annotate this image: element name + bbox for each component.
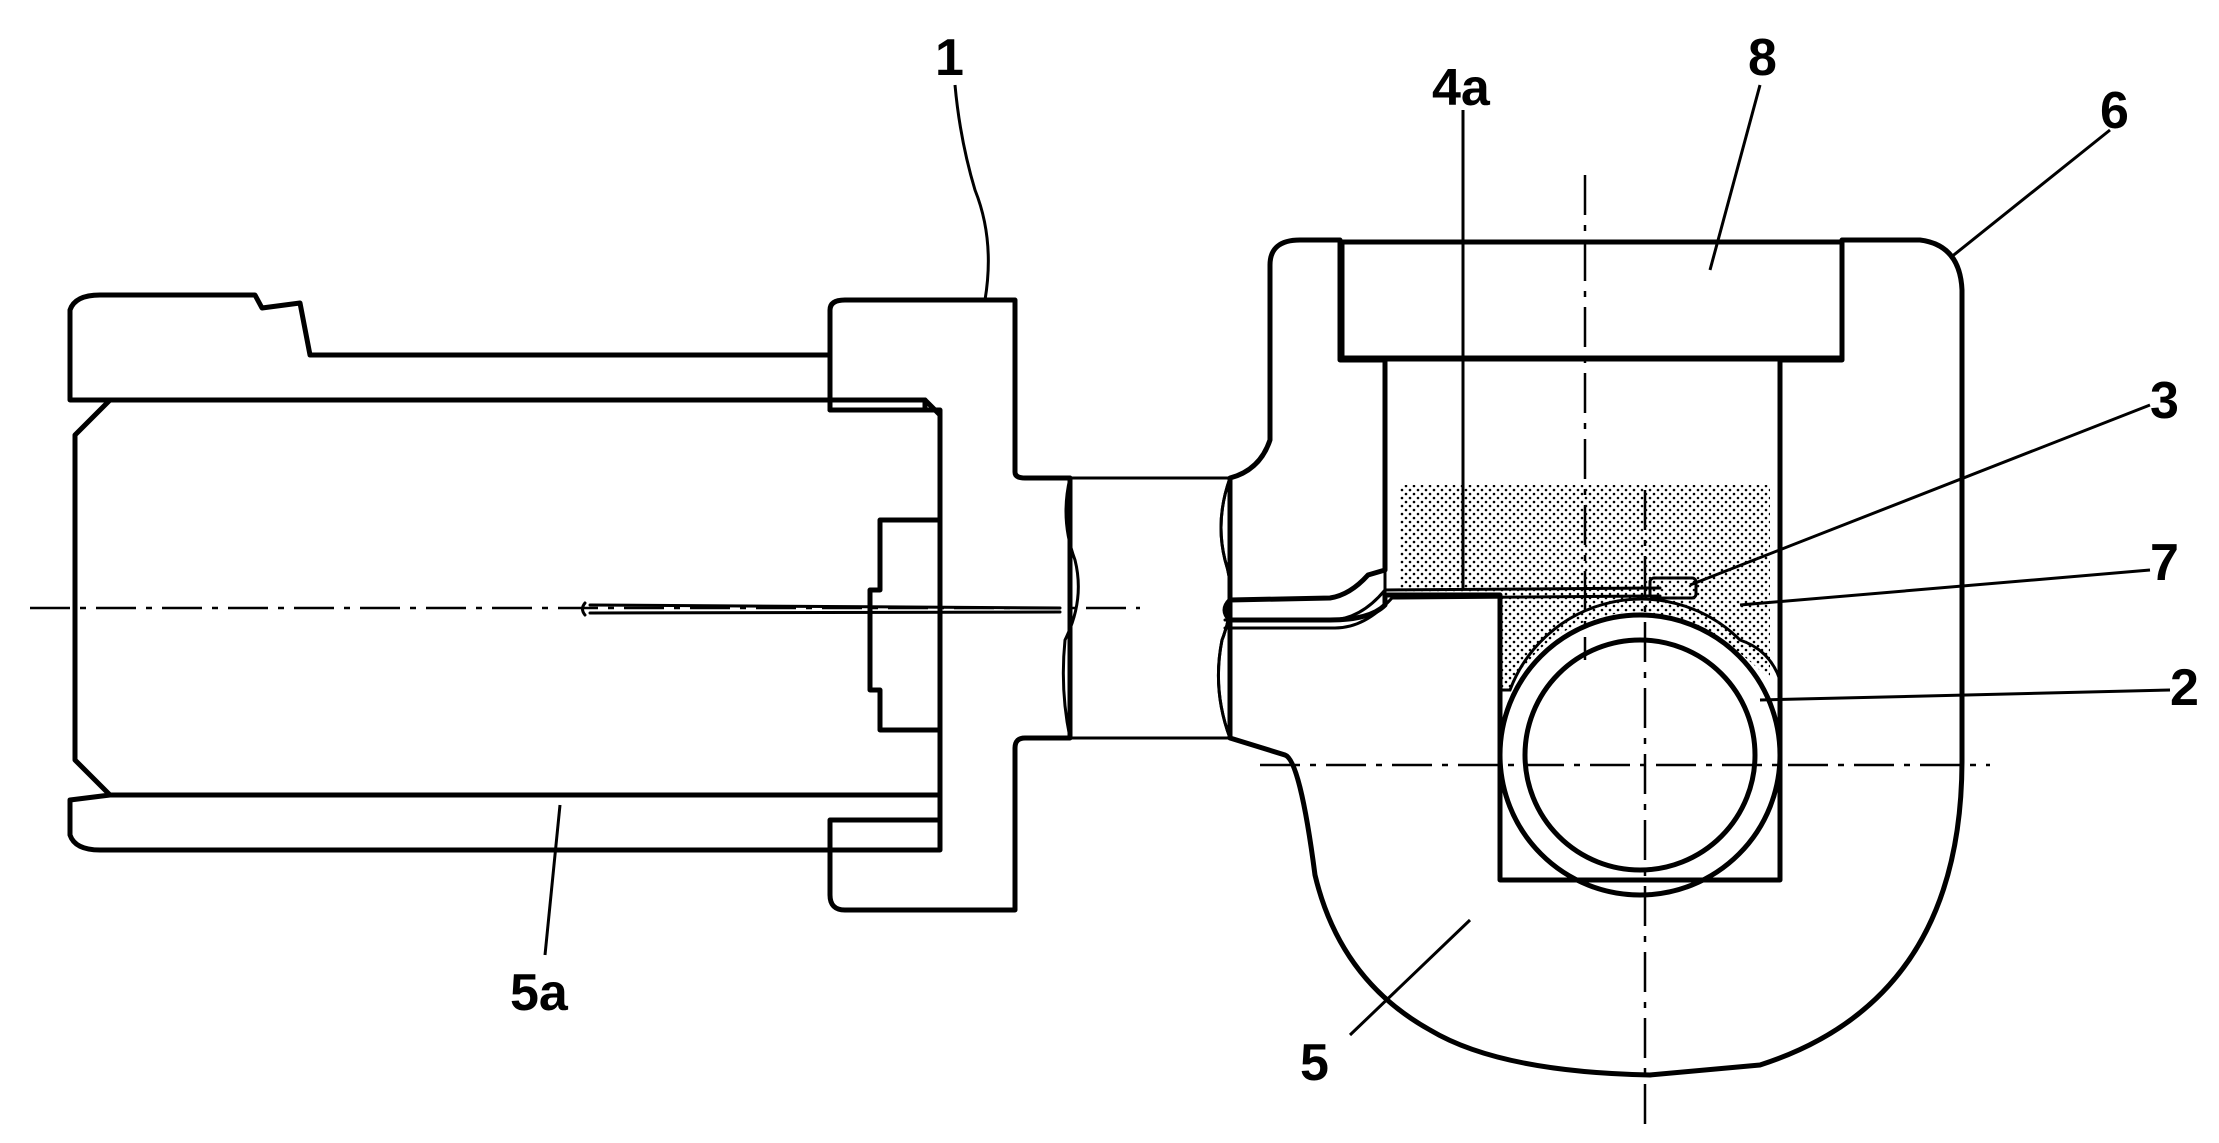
label-5a: 5a bbox=[510, 964, 569, 1022]
leader-2 bbox=[1760, 690, 2170, 700]
label-7: 7 bbox=[2150, 534, 2179, 592]
label-6: 6 bbox=[2100, 82, 2129, 140]
label-3: 3 bbox=[2150, 372, 2179, 430]
label-5: 5 bbox=[1300, 1034, 1329, 1092]
cover-8 bbox=[1342, 242, 1842, 358]
leader-1 bbox=[955, 85, 988, 300]
left-sleeve-body bbox=[70, 295, 1231, 910]
sleeve-bore bbox=[75, 400, 940, 795]
pipe-2-wall bbox=[1500, 615, 1780, 895]
label-8: 8 bbox=[1748, 29, 1777, 87]
leader-5a bbox=[545, 805, 560, 955]
pipe-2-bore bbox=[1525, 640, 1755, 870]
housing-5 bbox=[1225, 240, 1962, 1075]
sleeve-upper-wall bbox=[70, 295, 925, 410]
right-housing bbox=[1218, 240, 1962, 1075]
leader-6 bbox=[1950, 130, 2110, 258]
leader-7 bbox=[1740, 570, 2150, 605]
label-1: 1 bbox=[935, 29, 964, 87]
label-4a: 4a bbox=[1432, 59, 1491, 117]
label-2: 2 bbox=[2170, 659, 2199, 717]
sleeve-lower-wall bbox=[70, 795, 940, 850]
